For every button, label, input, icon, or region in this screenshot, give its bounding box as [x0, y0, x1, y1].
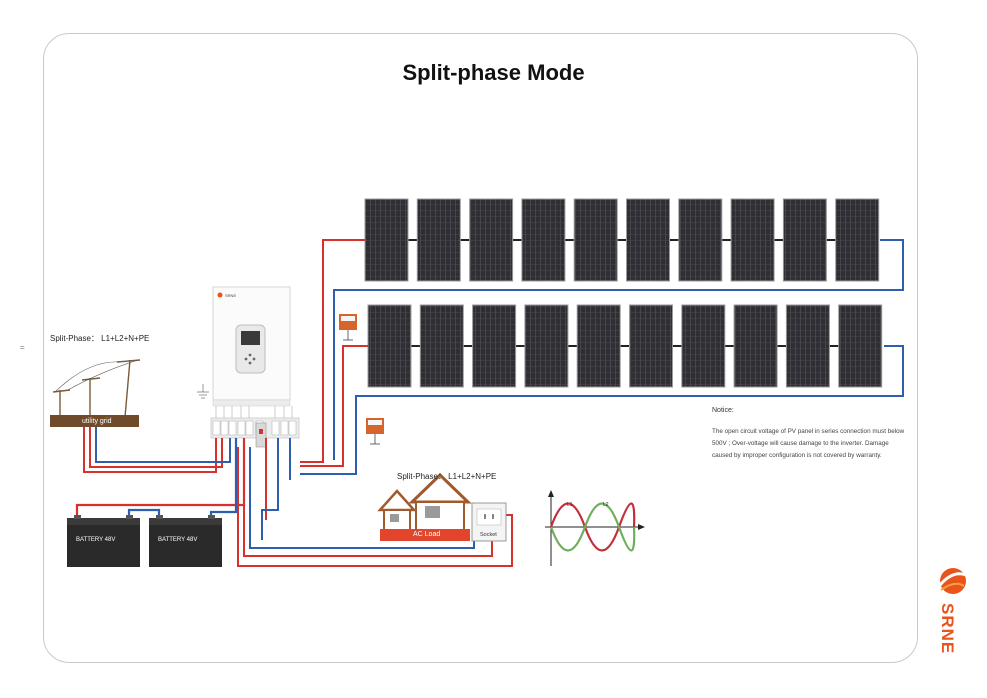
waveform-chart: L1 L2 — [545, 490, 645, 566]
pv-panel — [835, 198, 880, 282]
pv-breaker-bottom — [366, 418, 384, 445]
pv-panel — [782, 198, 827, 282]
pv-breaker-top — [339, 314, 357, 341]
pv-panel — [367, 304, 412, 388]
pv-panel — [416, 198, 461, 282]
pv-panel — [681, 304, 726, 388]
side-mark: = — [20, 343, 25, 352]
brand-name: SRNE — [938, 603, 957, 655]
pv-bottom-negative-wire — [300, 345, 904, 475]
utility-grid-label: utility grid — [82, 418, 112, 425]
pv-bottom-positive-wire — [300, 345, 368, 467]
socket-box — [471, 502, 507, 542]
pv-panel — [629, 304, 673, 388]
notice-heading: Notice: — [712, 407, 734, 414]
ac-breakers — [210, 417, 300, 448]
socket-label: Socket — [480, 532, 497, 538]
page-title: Split-phase Mode — [402, 60, 585, 85]
wave-label-l2: L2 — [603, 502, 609, 508]
utility-grid — [52, 359, 141, 420]
inverter: SRNE — [212, 286, 291, 407]
pv-panel — [521, 198, 566, 282]
inverter-brand: SRNE — [225, 293, 236, 298]
pv-panel — [524, 304, 569, 388]
pv-panel — [419, 304, 464, 388]
house-left — [377, 489, 417, 531]
grid-phase-label: Split-Phase： L1+L2+N+PE — [50, 334, 150, 343]
pv-top-positive-wire — [300, 239, 365, 463]
pv-panel — [576, 304, 621, 388]
pv-panel — [472, 304, 517, 388]
pv-panel — [626, 198, 670, 282]
ground-symbol-icon — [197, 384, 209, 399]
wave-l2 — [549, 502, 636, 552]
pv-panel — [573, 198, 618, 282]
pv-row-top — [364, 198, 880, 282]
wave-l1 — [549, 502, 636, 552]
battery-2 — [149, 515, 222, 567]
srne-logo-icon — [938, 568, 967, 594]
ac-load-bar — [380, 529, 470, 541]
battery-label-1: BATTERY 48V — [76, 537, 116, 543]
pv-panel — [733, 304, 778, 388]
utility-grid-base — [50, 415, 139, 427]
house-right — [408, 472, 472, 531]
pv-panel — [678, 198, 723, 282]
pv-panel — [838, 304, 883, 388]
ac-load-label: AC Load — [413, 531, 441, 538]
battery-link-wire — [127, 508, 161, 515]
pv-row-bottom — [367, 304, 883, 388]
pv-panel — [730, 198, 775, 282]
load-phase-label: Split-Phase： L1+L2+N+PE — [397, 472, 497, 481]
battery-label-2: BATTERY 48V — [158, 537, 198, 543]
battery-positive-wire — [75, 438, 246, 515]
battery-negative-wire — [209, 438, 238, 515]
notice-body: The open circuit voltage of PV panel in … — [712, 428, 905, 459]
pv-panel — [364, 198, 409, 282]
inverter-logo-icon — [217, 292, 223, 298]
pv-panel — [469, 198, 514, 282]
battery-1 — [67, 515, 140, 567]
wave-label-l1: L1 — [567, 502, 573, 508]
inverter-screen — [241, 331, 260, 345]
pv-top-negative-wire — [333, 239, 904, 460]
pv-panel — [785, 304, 830, 388]
